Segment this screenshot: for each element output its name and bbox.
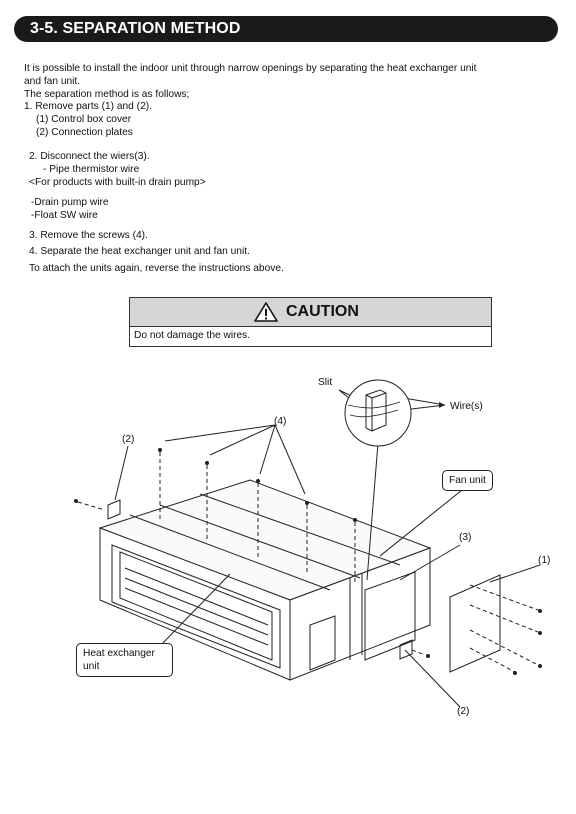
- caution-title: CAUTION: [286, 303, 359, 320]
- fan-unit-label: Fan unit: [449, 475, 486, 486]
- warning-icon: [254, 302, 278, 322]
- step-2: 2. Disconnect the wiers(3).: [29, 151, 150, 162]
- connection-plate-label-top: (2): [122, 434, 135, 445]
- fan-unit-callout: Fan unit: [442, 470, 493, 491]
- intro-line-3: The separation method is as follows;: [24, 89, 190, 100]
- step-3: 3. Remove the screws (4).: [29, 230, 148, 241]
- slit-label: Slit: [318, 377, 333, 388]
- step-1a: (1) Control box cover: [36, 114, 132, 125]
- wires-3-label: (3): [459, 532, 472, 543]
- heat-exchanger-label-1: Heat exchanger: [83, 648, 155, 659]
- step-2d: -Float SW wire: [31, 210, 98, 221]
- caution-text: Do not damage the wires.: [134, 330, 251, 341]
- intro-line-1: It is possible to install the indoor uni…: [24, 63, 477, 74]
- caution-header: CAUTION: [130, 298, 491, 327]
- section-title: 3-5. SEPARATION METHOD: [30, 20, 241, 37]
- intro-line-2: and fan unit.: [24, 76, 81, 87]
- heat-exchanger-callout: Heat exchanger unit: [76, 643, 173, 677]
- step-1: 1. Remove parts (1) and (2).: [24, 101, 152, 112]
- step-4: 4. Separate the heat exchanger unit and …: [29, 246, 250, 257]
- step-2c: -Drain pump wire: [31, 197, 109, 208]
- reattach-note: To attach the units again, reverse the i…: [29, 263, 284, 274]
- connection-plate-label-bottom: (2): [457, 706, 470, 717]
- caution-box: CAUTION Do not damage the wires.: [129, 297, 492, 347]
- step-1b: (2) Connection plates: [36, 127, 133, 138]
- step-2a: - Pipe thermistor wire: [43, 164, 140, 175]
- screws-label: (4): [274, 416, 287, 427]
- section-header: 3-5. SEPARATION METHOD: [14, 16, 558, 42]
- heat-exchanger-label-2: unit: [83, 661, 100, 672]
- step-2b: <For products with built-in drain pump>: [29, 177, 206, 188]
- separation-diagram: [74, 379, 542, 708]
- control-box-cover-label: (1): [538, 555, 551, 566]
- wires-label: Wire(s): [450, 401, 483, 412]
